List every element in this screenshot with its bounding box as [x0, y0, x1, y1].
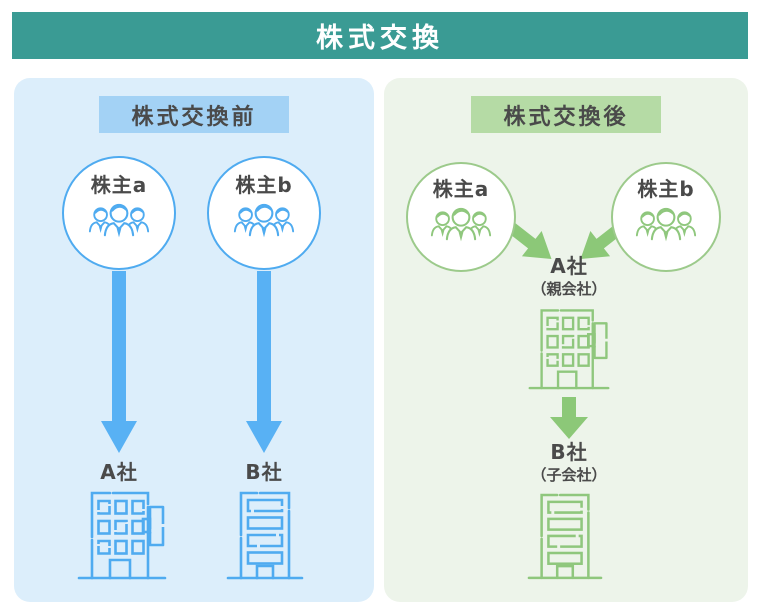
after-header-text: 株式交換後 — [503, 104, 629, 130]
shareholder-b-circle: 株主b — [611, 162, 721, 272]
down-arrow-icon — [549, 397, 589, 439]
child-company-role: （子会社） — [531, 466, 607, 484]
parent-company-building-icon — [527, 302, 611, 392]
shareholders-group-icon — [430, 205, 492, 246]
shareholders-group-icon — [88, 201, 150, 242]
before-header: 株式交換前 — [99, 96, 289, 133]
before-header-text: 株式交換前 — [131, 104, 257, 130]
down-arrow-icon — [246, 271, 282, 453]
down-arrow-icon — [101, 271, 137, 453]
page-title-text: 株式交換 — [316, 23, 444, 54]
child-company-label: B社 （子会社） — [509, 440, 629, 485]
panel-after-exchange: 株式交換後 株主a 株主b A社 （親会社） B社 （子会社） — [384, 78, 748, 602]
shareholder-a-label: 株主a — [90, 173, 148, 197]
shareholder-b-circle: 株主b — [207, 156, 321, 270]
child-company-name: B社 — [550, 440, 588, 464]
company-a-label: A社 — [100, 460, 138, 484]
after-header: 株式交換後 — [471, 96, 661, 133]
parent-company-name: A社 — [550, 254, 588, 278]
shareholder-a-label: 株主a — [432, 177, 490, 201]
company-b-building-icon — [226, 484, 304, 582]
parent-company-role: （親会社） — [531, 280, 607, 298]
shareholders-group-icon — [233, 201, 295, 242]
shareholder-b-label: 株主b — [637, 177, 695, 201]
parent-company-label: A社 （親会社） — [509, 254, 629, 299]
child-company-building-icon — [527, 486, 603, 582]
company-a-building-icon — [76, 484, 168, 582]
shareholder-b-label: 株主b — [235, 173, 293, 197]
shareholders-group-icon — [635, 205, 697, 246]
page-title: 株式交換 — [12, 12, 748, 59]
panel-before-exchange: 株式交換前 株主a 株主b A社 B社 — [14, 78, 374, 602]
shareholder-a-circle: 株主a — [406, 162, 516, 272]
company-b-label: B社 — [245, 460, 283, 484]
shareholder-a-circle: 株主a — [62, 156, 176, 270]
